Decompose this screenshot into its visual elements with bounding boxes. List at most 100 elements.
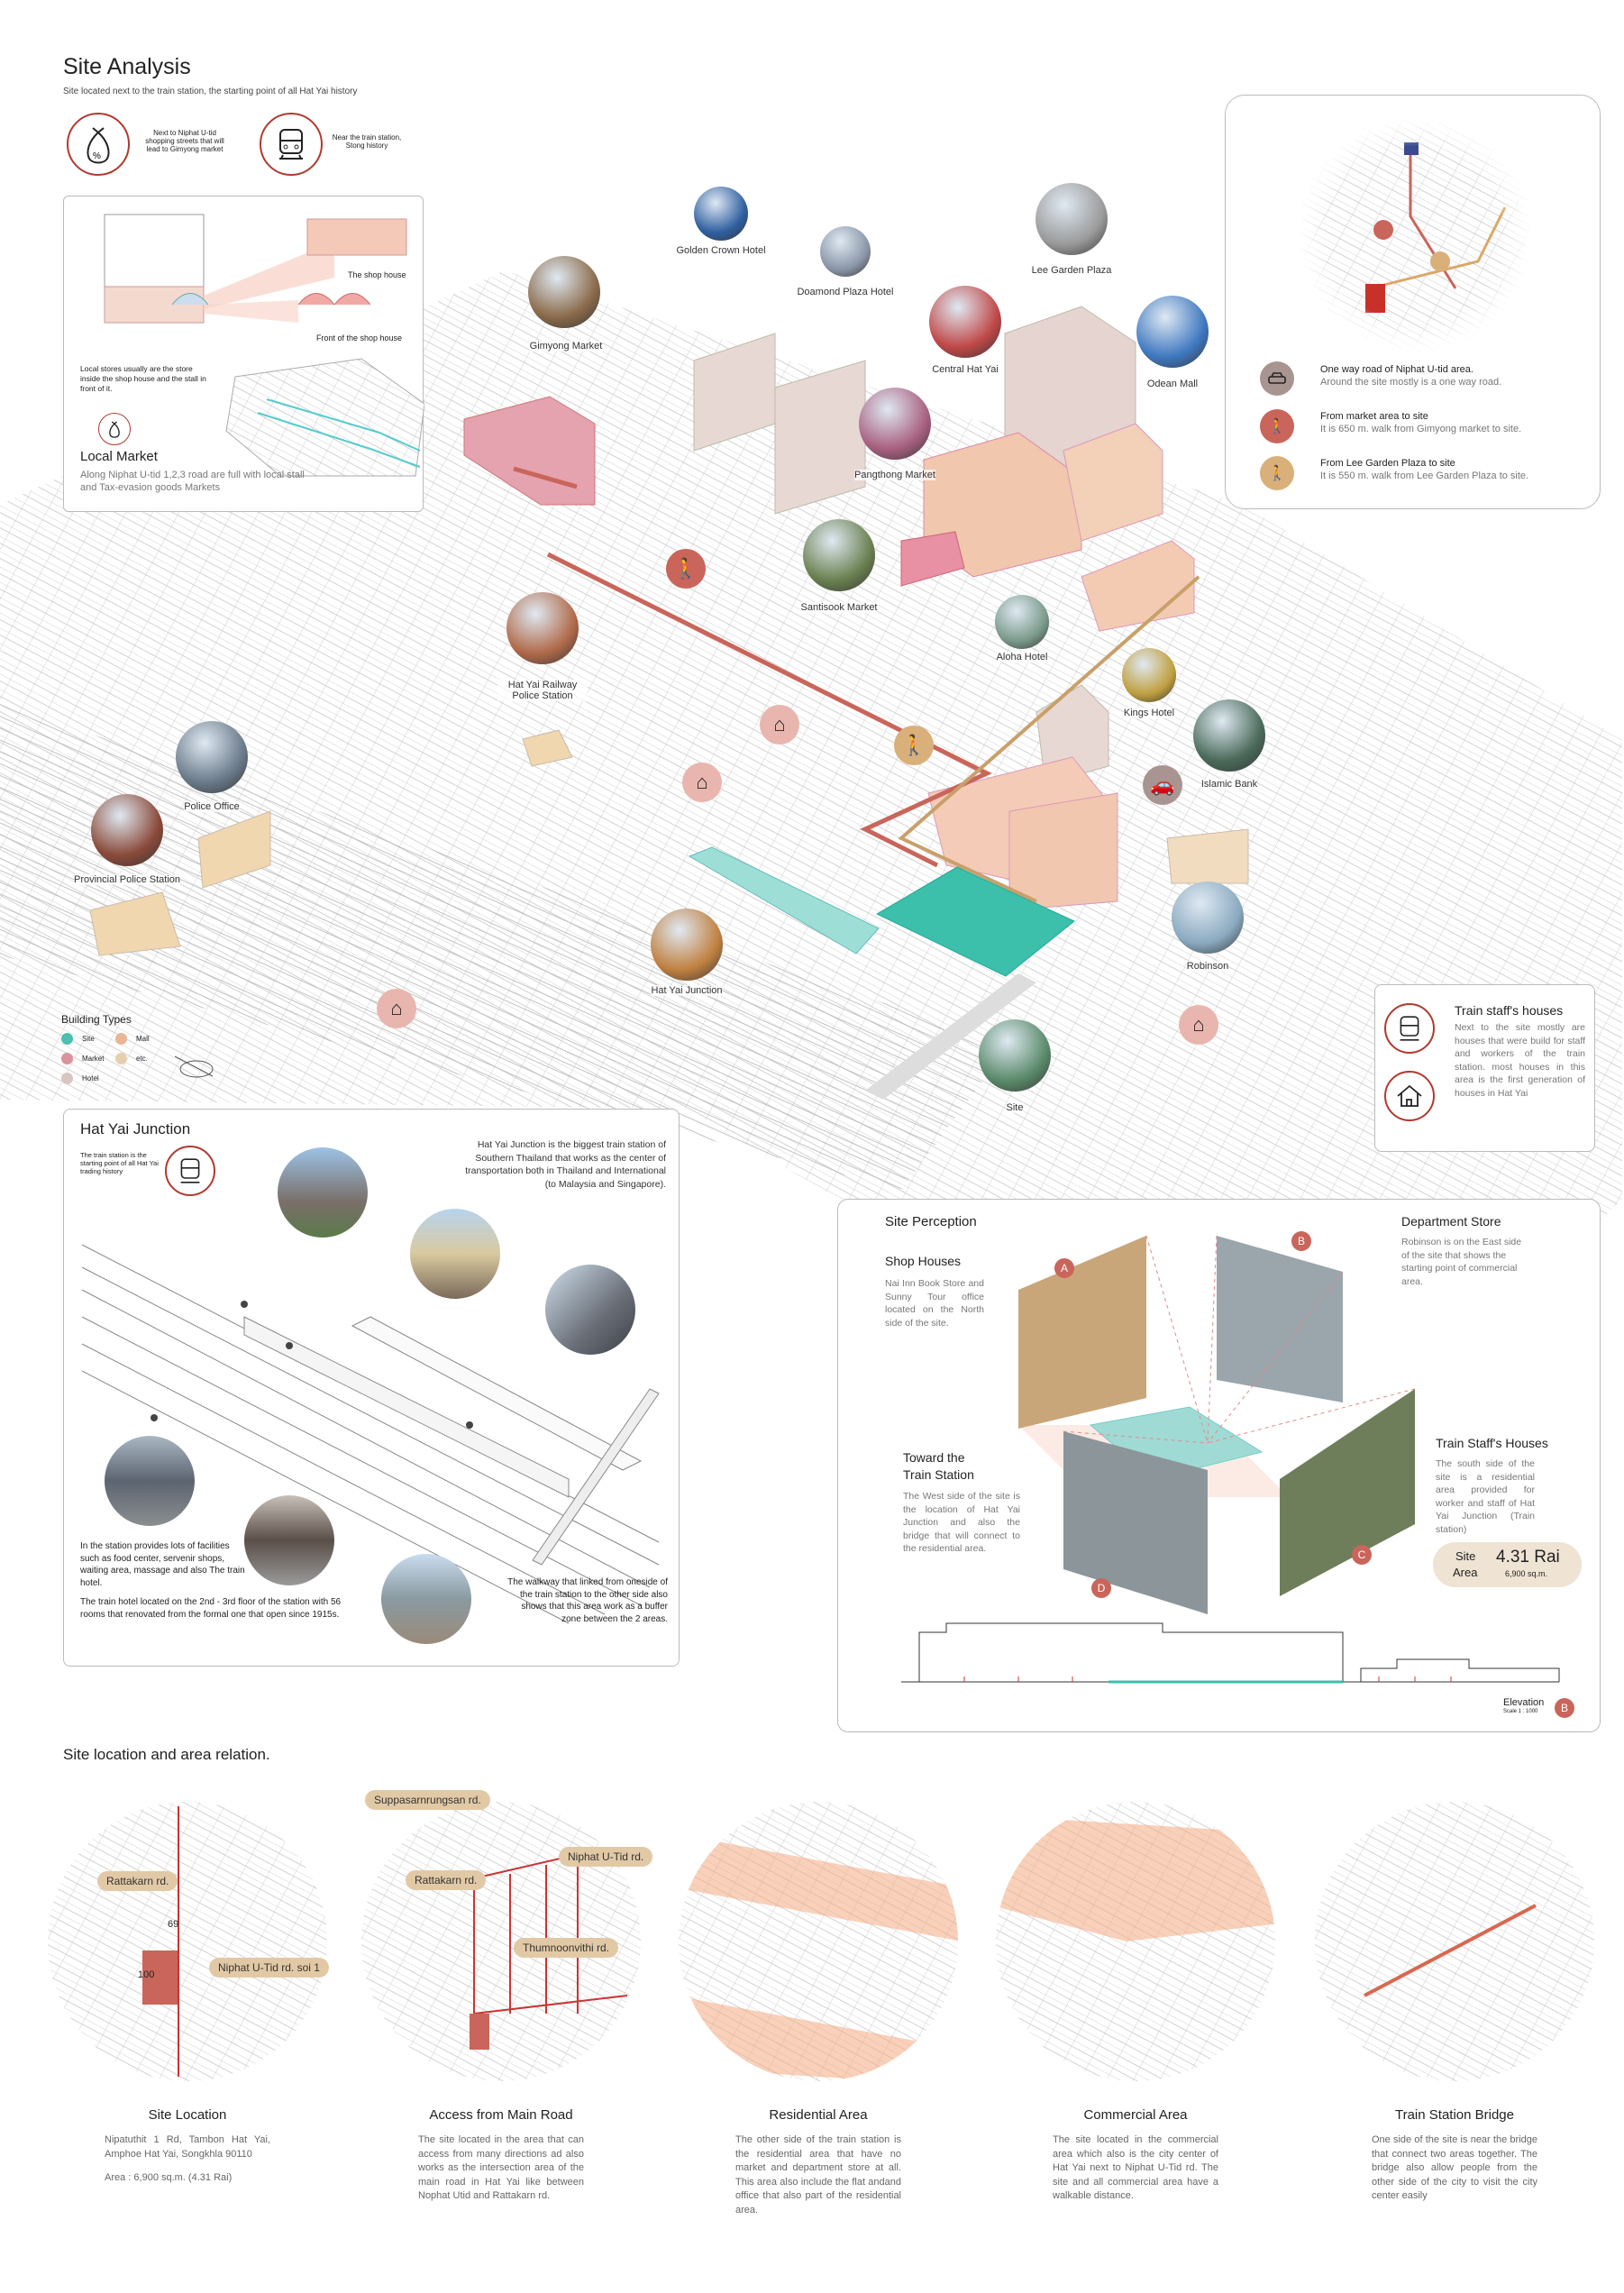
landmark-label: Islamic Bank [1200,779,1258,790]
landmark-photo [1136,296,1209,368]
legend-item: Site [61,1033,95,1045]
landmark-photo [803,519,875,591]
legend-label: Mall [136,1035,150,1043]
view-marker-b: B [1291,1231,1311,1251]
shop-houses-title: Shop Houses [885,1254,962,1268]
shop-house-label: The shop house [348,270,406,279]
access-text-1: It is 650 m. walk from Gimyong market to… [1320,424,1522,434]
junction-intro: Hat Yai Junction is the biggest train st… [465,1139,666,1190]
relation-map-circle [1315,1802,1594,2081]
svg-text:%: % [93,151,101,161]
money-bag-icon [98,413,131,445]
landmark-photo [1122,648,1176,702]
local-stores-note: Local stores usually are the store insid… [80,364,206,393]
page-title: Site Analysis [63,54,191,79]
pedestrian-icon: 🚶 [666,549,706,589]
junction-walkway: The walkway that linked from oneside of … [507,1577,668,1624]
walkway-photo [381,1554,471,1644]
relation-item-title: Access from Main Road [429,2107,573,2123]
landmark-photo [1036,183,1108,255]
rattakarn2-tag: Rattakarn rd. [406,1870,487,1890]
view-marker-d: D [1091,1578,1111,1598]
thumnoon-tag: Thumnoonvithi rd. [514,1938,619,1958]
legend-item: Market [61,1053,104,1064]
relation-item-area: Area : 6,900 sq.m. (4.31 Rai) [105,2172,233,2183]
train-staff-panel: Train staff's houses Next to the site mo… [1374,984,1595,1152]
shop-houses-text: Nai Inn Book Store and Sunny Tour office… [885,1278,984,1329]
relation-map-circle [679,1802,958,2081]
relation-item-text: The site located in the area that can ac… [418,2134,584,2201]
landmark-photo [979,1019,1051,1092]
landmark-label: Lee Garden Plaza [1031,265,1112,276]
landmark-label: Santisook Market [800,602,878,613]
local-market-text: Along Niphat U-tid 1,2,3 road are full w… [80,470,305,493]
point-train: Near the train station, Stong history [332,133,402,150]
landmark-photo [859,388,931,460]
train-station-title-2: Train Station [903,1467,974,1482]
legend-swatch [61,1033,73,1045]
landmark-label: Provincial Police Station [73,874,181,885]
legend-swatch [115,1053,127,1064]
station-illustration [81,1244,660,1624]
relation-item-title: Commercial Area [1083,2107,1188,2123]
car-icon: 🚗 [1143,765,1182,805]
legend-swatch [61,1053,73,1064]
legend-label: Hotel [82,1074,99,1083]
junction-title: Hat Yai Junction [80,1120,191,1137]
landmark-label: Robinson [1186,961,1229,972]
landmark-photo [506,592,579,664]
landmark-label: Kings Hotel [1123,708,1175,718]
suppasarn-tag: Suppasarnrungsan rd. [365,1790,490,1810]
train-icon [1384,1003,1435,1054]
shop-house-illustration [104,214,424,477]
access-text-2: It is 550 m. walk from Lee Garden Plaza … [1320,470,1529,481]
relation-item-text: One side of the site is near the bridge … [1372,2134,1537,2201]
landmark-photo [995,595,1049,649]
legend-label: Market [82,1055,105,1063]
access-panel: One way road of Niphat U-tid area. Aroun… [1225,95,1601,509]
landmark-label: Aloha Hotel [996,652,1048,662]
legend-item: Hotel [61,1073,99,1084]
landmark-photo [651,909,723,981]
station-building-photo [278,1147,368,1238]
landmark-photo [91,794,163,866]
relation-item-text: The site located in the commercial area … [1053,2134,1218,2201]
department-store-text: Robinson is on the East side of the site… [1401,1237,1522,1287]
landmark-photo [929,286,1001,358]
department-store-title: Department Store [1401,1214,1501,1229]
car-icon [1260,361,1294,396]
legend-item: etc. [115,1053,148,1064]
site-area-label-1: Site [1455,1549,1476,1563]
landmark-label: Site [1006,1102,1024,1113]
landmark-label: Hat Yai Junction [651,985,723,996]
elevation-title: Elevation [1503,1697,1545,1708]
local-market-title: Local Market [80,449,158,464]
landmark-photo [176,721,248,793]
site-area-badge: Site Area 4.31 Rai 6,900 sq.m. [1433,1542,1582,1587]
station-hall-photo [105,1436,195,1526]
rattakarn-tag: Rattakarn rd. [97,1871,178,1891]
legend-label: Site [82,1035,95,1043]
pedestrian-icon: 🚶 [1260,409,1294,443]
site-area-rai: 4.31 Rai [1496,1548,1560,1567]
legend-swatch [115,1033,127,1045]
house-icon: ⌂ [1179,1005,1218,1045]
relation-item-text: Nipatuthit 1 Rd, Tambon Hat Yai, Amphoe … [105,2134,270,2160]
landmark-label: Police Office [184,801,240,812]
money-bag-icon: % [67,113,130,176]
train-station-title-1: Toward the [903,1450,965,1465]
block-69: 69 [168,1919,179,1930]
access-title-2: From Lee Garden Plaza to site [1320,458,1455,469]
site-perception-panel: Site Perception Shop Houses Nai Inn Book… [837,1199,1601,1732]
house-icon [1384,1071,1435,1121]
point-shopping: Next to Niphat U-tid shopping streets th… [145,129,224,153]
elevation-marker: B [1555,1698,1574,1718]
landmark-label: Odean Mall [1146,379,1199,389]
house-icon: ⌂ [760,705,799,745]
junction-icon-note: The train station is the starting point … [80,1151,159,1175]
landmark-photo [528,256,600,328]
relation-item-title: Train Station Bridge [1394,2107,1514,2123]
landmark-photo [1172,882,1244,954]
